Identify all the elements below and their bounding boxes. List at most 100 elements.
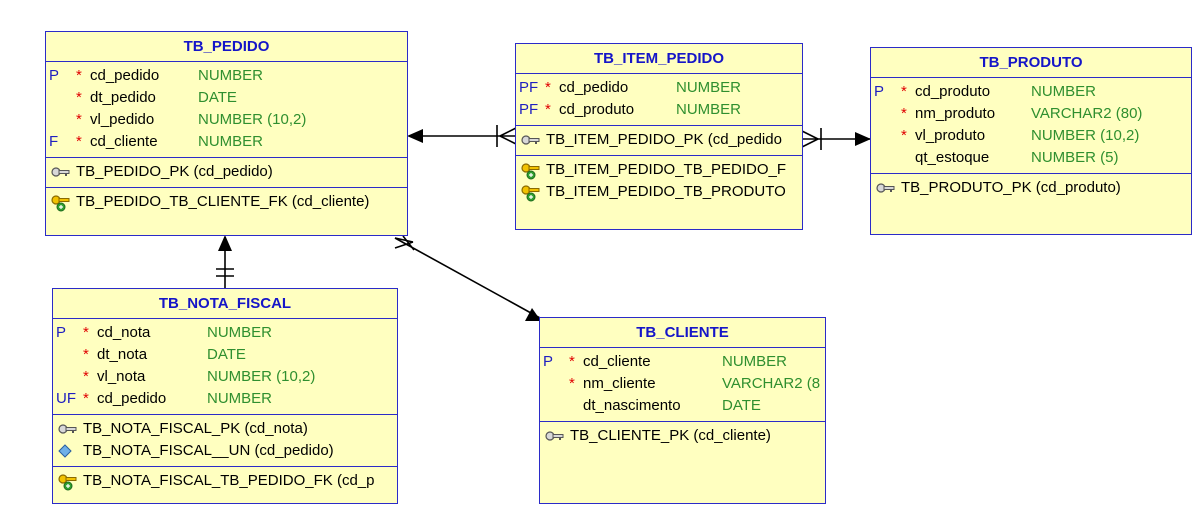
required-marker: * [901,105,907,122]
column-type: NUMBER [198,67,264,84]
column-name: nm_produto [915,105,996,122]
table-tb-produto[interactable]: TB_PRODUTO P * cd_produto NUMBER * nm_pr… [870,47,1192,235]
pk-section: TB_ITEM_PEDIDO_PK (cd_pedido [516,126,802,156]
column-row: * vl_nota NUMBER (10,2) [53,366,397,388]
fk-row: TB_ITEM_PEDIDO_TB_PEDIDO_F [516,159,802,181]
fk-label: TB_NOTA_FISCAL_TB_PEDIDO_FK (cd_p [83,472,375,489]
column-row: P * cd_produto NUMBER [871,81,1191,103]
column-type: NUMBER [1031,83,1097,100]
pk-row: TB_CLIENTE_PK (cd_cliente) [540,425,825,447]
table-tb-pedido[interactable]: TB_PEDIDO P * cd_pedido NUMBER * dt_pedi… [45,31,408,236]
required-marker: * [76,133,82,150]
required-marker: * [901,127,907,144]
column-type: NUMBER (10,2) [198,111,307,128]
fk-row: TB_ITEM_PEDIDO_TB_PRODUTO [516,181,802,203]
column-row: * dt_pedido DATE [46,87,407,109]
column-name: cd_pedido [90,67,160,84]
key-flag: P [49,67,60,84]
column-name: cd_nota [97,324,151,341]
column-name: vl_produto [915,127,986,144]
foreign-key-icon [50,194,70,212]
column-row: * nm_produto VARCHAR2 (80) [871,103,1191,125]
table-title: TB_NOTA_FISCAL [53,289,397,319]
table-tb-item-pedido[interactable]: TB_ITEM_PEDIDO PF * cd_pedido NUMBER PF … [515,43,803,230]
required-marker: * [83,324,89,341]
column-name: vl_pedido [90,111,155,128]
column-name: cd_cliente [90,133,158,150]
fk-label: TB_PEDIDO_TB_CLIENTE_FK (cd_cliente) [76,193,370,210]
required-marker: * [545,101,551,118]
column-row: P * cd_cliente NUMBER [540,351,825,373]
column-row: PF * cd_pedido NUMBER [516,77,802,99]
column-type: NUMBER [676,79,742,96]
required-marker: * [901,83,907,100]
pk-row: TB_ITEM_PEDIDO_PK (cd_pedido [516,129,802,151]
column-row: PF * cd_produto NUMBER [516,99,802,121]
column-type: NUMBER [198,133,264,150]
fk-section: TB_ITEM_PEDIDO_TB_PEDIDO_F TB_ITEM_PEDID… [516,156,802,207]
arrowhead [407,129,423,143]
pk-label: TB_NOTA_FISCAL_PK (cd_nota) [83,420,308,437]
required-marker: * [76,67,82,84]
column-list: P * cd_cliente NUMBER * nm_cliente VARCH… [540,348,825,422]
key-section: TB_NOTA_FISCAL_PK (cd_nota) TB_NOTA_FISC… [53,415,397,467]
fk-label: TB_ITEM_PEDIDO_TB_PRODUTO [546,183,786,200]
column-name: qt_estoque [915,149,990,166]
table-title: TB_ITEM_PEDIDO [516,44,802,74]
column-name: dt_nascimento [583,397,681,414]
required-marker: * [83,390,89,407]
column-row: dt_nascimento DATE [540,395,825,417]
column-list: P * cd_nota NUMBER * dt_nota DATE * vl_n… [53,319,397,415]
column-name: cd_pedido [559,79,629,96]
required-marker: * [76,89,82,106]
column-type: NUMBER (5) [1031,149,1119,166]
uk-label: TB_NOTA_FISCAL__UN (cd_pedido) [83,442,334,459]
pk-label: TB_PEDIDO_PK (cd_pedido) [76,163,273,180]
column-name: vl_nota [97,368,146,385]
foreign-key-icon [520,184,540,202]
column-row: * vl_produto NUMBER (10,2) [871,125,1191,147]
arrowhead [525,308,541,321]
column-type: DATE [198,89,237,106]
column-name: dt_pedido [90,89,156,106]
key-icon [875,180,895,196]
column-type: VARCHAR2 (80) [1031,105,1143,122]
column-list: P * cd_produto NUMBER * nm_produto VARCH… [871,78,1191,174]
pk-section: TB_PRODUTO_PK (cd_produto) [871,174,1191,203]
unique-key-icon [57,443,77,459]
fk-row: TB_PEDIDO_TB_CLIENTE_FK (cd_cliente) [46,191,407,213]
column-list: PF * cd_pedido NUMBER PF * cd_produto NU… [516,74,802,126]
fk-section: TB_NOTA_FISCAL_TB_PEDIDO_FK (cd_p [53,467,397,496]
column-name: nm_cliente [583,375,656,392]
table-title: TB_PRODUTO [871,48,1191,78]
column-name: cd_produto [559,101,635,118]
pk-label: TB_CLIENTE_PK (cd_cliente) [570,427,771,444]
table-tb-nota-fiscal[interactable]: TB_NOTA_FISCAL P * cd_nota NUMBER * dt_n… [52,288,398,504]
key-flag: UF [56,390,76,407]
arrowhead [855,132,871,146]
column-type: NUMBER (10,2) [207,368,316,385]
fk-section: TB_PEDIDO_TB_CLIENTE_FK (cd_cliente) [46,188,407,217]
key-flag: P [874,83,885,100]
pk-row: TB_PRODUTO_PK (cd_produto) [871,177,1191,199]
table-title: TB_CLIENTE [540,318,825,348]
key-flag: PF [519,101,539,118]
key-icon [520,132,540,148]
column-name: cd_pedido [97,390,167,407]
column-name: cd_cliente [583,353,651,370]
column-row: P * cd_pedido NUMBER [46,65,407,87]
column-row: F * cd_cliente NUMBER [46,131,407,153]
key-flag: P [56,324,67,341]
pk-row: TB_PEDIDO_PK (cd_pedido) [46,161,407,183]
column-row: P * cd_nota NUMBER [53,322,397,344]
required-marker: * [569,353,575,370]
required-marker: * [76,111,82,128]
pk-section: TB_PEDIDO_PK (cd_pedido) [46,158,407,188]
required-marker: * [569,375,575,392]
column-type: DATE [207,346,246,363]
column-type: NUMBER [207,390,273,407]
foreign-key-icon [57,473,77,491]
table-tb-cliente[interactable]: TB_CLIENTE P * cd_cliente NUMBER * nm_cl… [539,317,826,504]
key-flag: F [49,133,59,150]
